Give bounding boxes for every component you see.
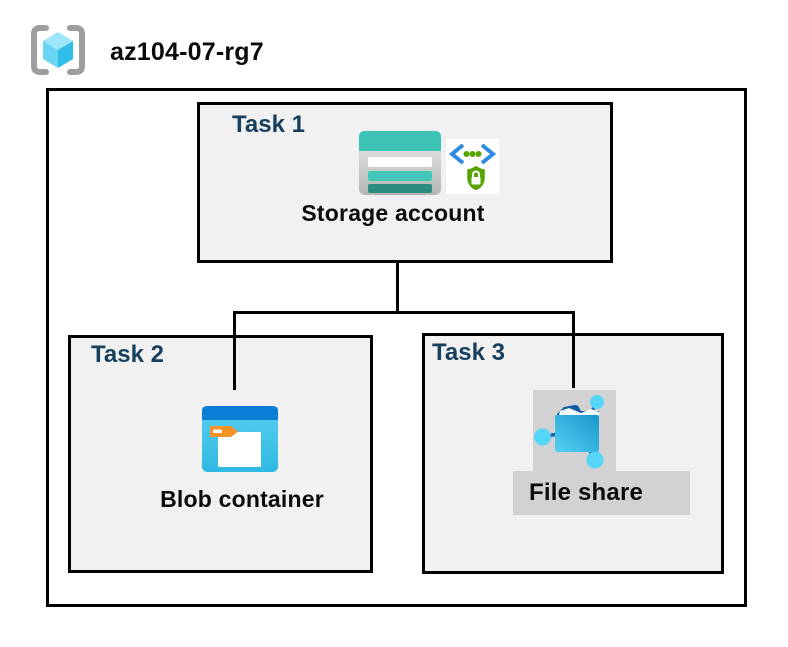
task3-label: Task 3	[432, 339, 505, 366]
file-share-label: File share	[529, 479, 644, 506]
blob-container-label: Blob container	[160, 486, 324, 512]
task1-box: Task 1 Storage account	[197, 102, 613, 263]
connector-horizontal	[233, 311, 575, 314]
file-share-label-panel: File share	[513, 471, 690, 515]
storage-account-label: Storage account	[301, 200, 485, 226]
file-share-icon	[534, 395, 604, 469]
task1-label: Task 1	[232, 111, 305, 138]
blob-container-icon	[202, 406, 278, 472]
task2-label: Task 2	[91, 341, 164, 368]
storage-account-icon	[359, 131, 441, 195]
file-share-icon-panel	[533, 390, 616, 471]
resource-group-icon	[31, 25, 85, 75]
secured-access-icon	[446, 139, 499, 194]
task3-box: Task 3 File share	[422, 333, 724, 574]
task2-box: Task 2 Blob container	[68, 335, 373, 573]
connector-to-blob-container	[233, 311, 236, 390]
connector-to-file-share	[572, 311, 575, 388]
connector-storage-stem	[396, 263, 399, 314]
resource-group-title: az104-07-rg7	[110, 38, 264, 66]
